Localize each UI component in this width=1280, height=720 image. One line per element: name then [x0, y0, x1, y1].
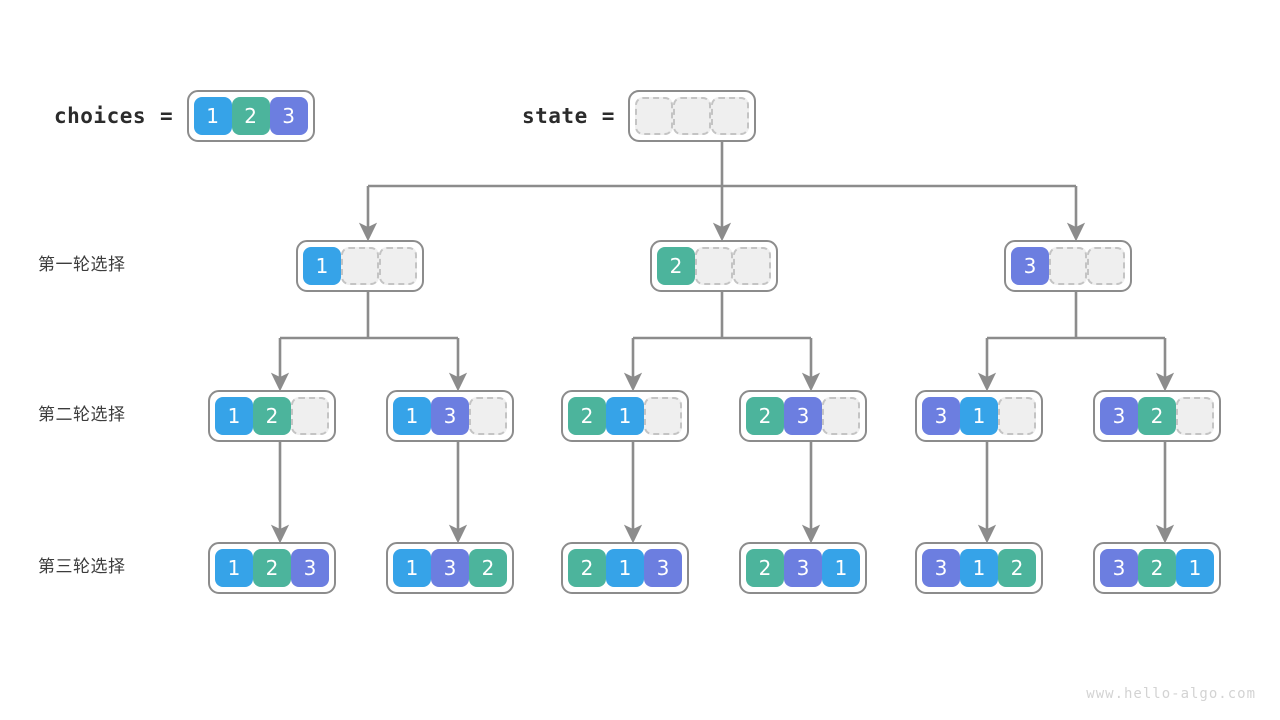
state-equals: =	[601, 104, 615, 128]
node-level2-1-cell-1: 3	[431, 397, 469, 435]
node-level3-1-cell-1: 3	[431, 549, 469, 587]
state-array-cell-0	[635, 97, 674, 135]
node-level1-1-cell-0: 2	[657, 247, 695, 285]
state-assignment: state =	[522, 90, 757, 142]
row-label-round-2: 第二轮选择	[38, 405, 126, 425]
node-level2-3-cell-1: 3	[784, 397, 822, 435]
node-level2-0-cell-2	[291, 397, 329, 435]
node-level2-4-cell-1: 1	[960, 397, 998, 435]
node-level1-1-cell-1	[695, 247, 733, 285]
node-level3-3-cell-0: 2	[746, 549, 784, 587]
node-level2-2-cell-2	[644, 397, 682, 435]
node-level2-2-cell-0: 2	[568, 397, 606, 435]
node-level1-2-cell-2	[1087, 247, 1125, 285]
node-level2-1-cell-0: 1	[393, 397, 431, 435]
choices-array-cell-1: 2	[231, 97, 270, 135]
node-level2-3-cell-2	[822, 397, 860, 435]
node-level1-0-cell-2	[379, 247, 417, 285]
node-level1-1-cell-2	[733, 247, 771, 285]
node-level3-0-cell-0: 1	[215, 549, 253, 587]
choices-array-cell-0: 1	[193, 97, 232, 135]
choices-label: choices	[54, 104, 147, 128]
choices-equals: =	[160, 104, 173, 128]
node-level1-2-cell-1	[1049, 247, 1087, 285]
row-label-round-3: 第三轮选择	[38, 557, 126, 577]
state-array-cell-2	[711, 97, 750, 135]
node-level2-4-cell-2	[998, 397, 1036, 435]
node-level3-4-cell-0: 3	[922, 549, 960, 587]
node-level2-2-cell-1: 1	[606, 397, 644, 435]
node-level3-3-cell-1: 3	[784, 549, 822, 587]
node-level2-0-cell-1: 2	[253, 397, 291, 435]
node-level2-5-cell-1: 2	[1138, 397, 1176, 435]
node-level3-4-cell-1: 1	[960, 549, 998, 587]
state-label: state	[522, 104, 588, 128]
node-level2-5-cell-0: 3	[1100, 397, 1138, 435]
node-level1-0-cell-1	[341, 247, 379, 285]
state-array-cell-1	[673, 97, 712, 135]
node-level1-0[interactable]: 1	[296, 240, 424, 292]
node-level3-5-cell-0: 3	[1100, 549, 1138, 587]
node-level3-0-cell-1: 2	[253, 549, 291, 587]
node-level3-2-cell-0: 2	[568, 549, 606, 587]
node-level3-0-cell-2: 3	[291, 549, 329, 587]
choices-array-cell-2: 3	[269, 97, 308, 135]
node-level2-5-cell-2	[1176, 397, 1214, 435]
node-level1-2-cell-0: 3	[1011, 247, 1049, 285]
node-level3-2-cell-1: 1	[606, 549, 644, 587]
node-level2-0-cell-0: 1	[215, 397, 253, 435]
node-level3-2-cell-2: 3	[644, 549, 682, 587]
node-level3-1-cell-2: 2	[469, 549, 507, 587]
node-level2-1-cell-2	[469, 397, 507, 435]
node-level1-1[interactable]: 2	[650, 240, 778, 292]
node-level3-3-cell-2: 1	[822, 549, 860, 587]
row-label-round-1: 第一轮选择	[38, 255, 126, 275]
watermark: www.hello-algo.com	[1086, 686, 1256, 702]
node-level3-5-cell-2: 1	[1176, 549, 1214, 587]
node-level2-3-cell-0: 2	[746, 397, 784, 435]
node-level3-5-cell-1: 2	[1138, 549, 1176, 587]
node-level1-2[interactable]: 3	[1004, 240, 1132, 292]
node-level3-4-cell-2: 2	[998, 549, 1036, 587]
state-array	[628, 90, 757, 142]
node-level2-4-cell-0: 3	[922, 397, 960, 435]
node-level1-0-cell-0: 1	[303, 247, 341, 285]
node-level3-1-cell-0: 1	[393, 549, 431, 587]
